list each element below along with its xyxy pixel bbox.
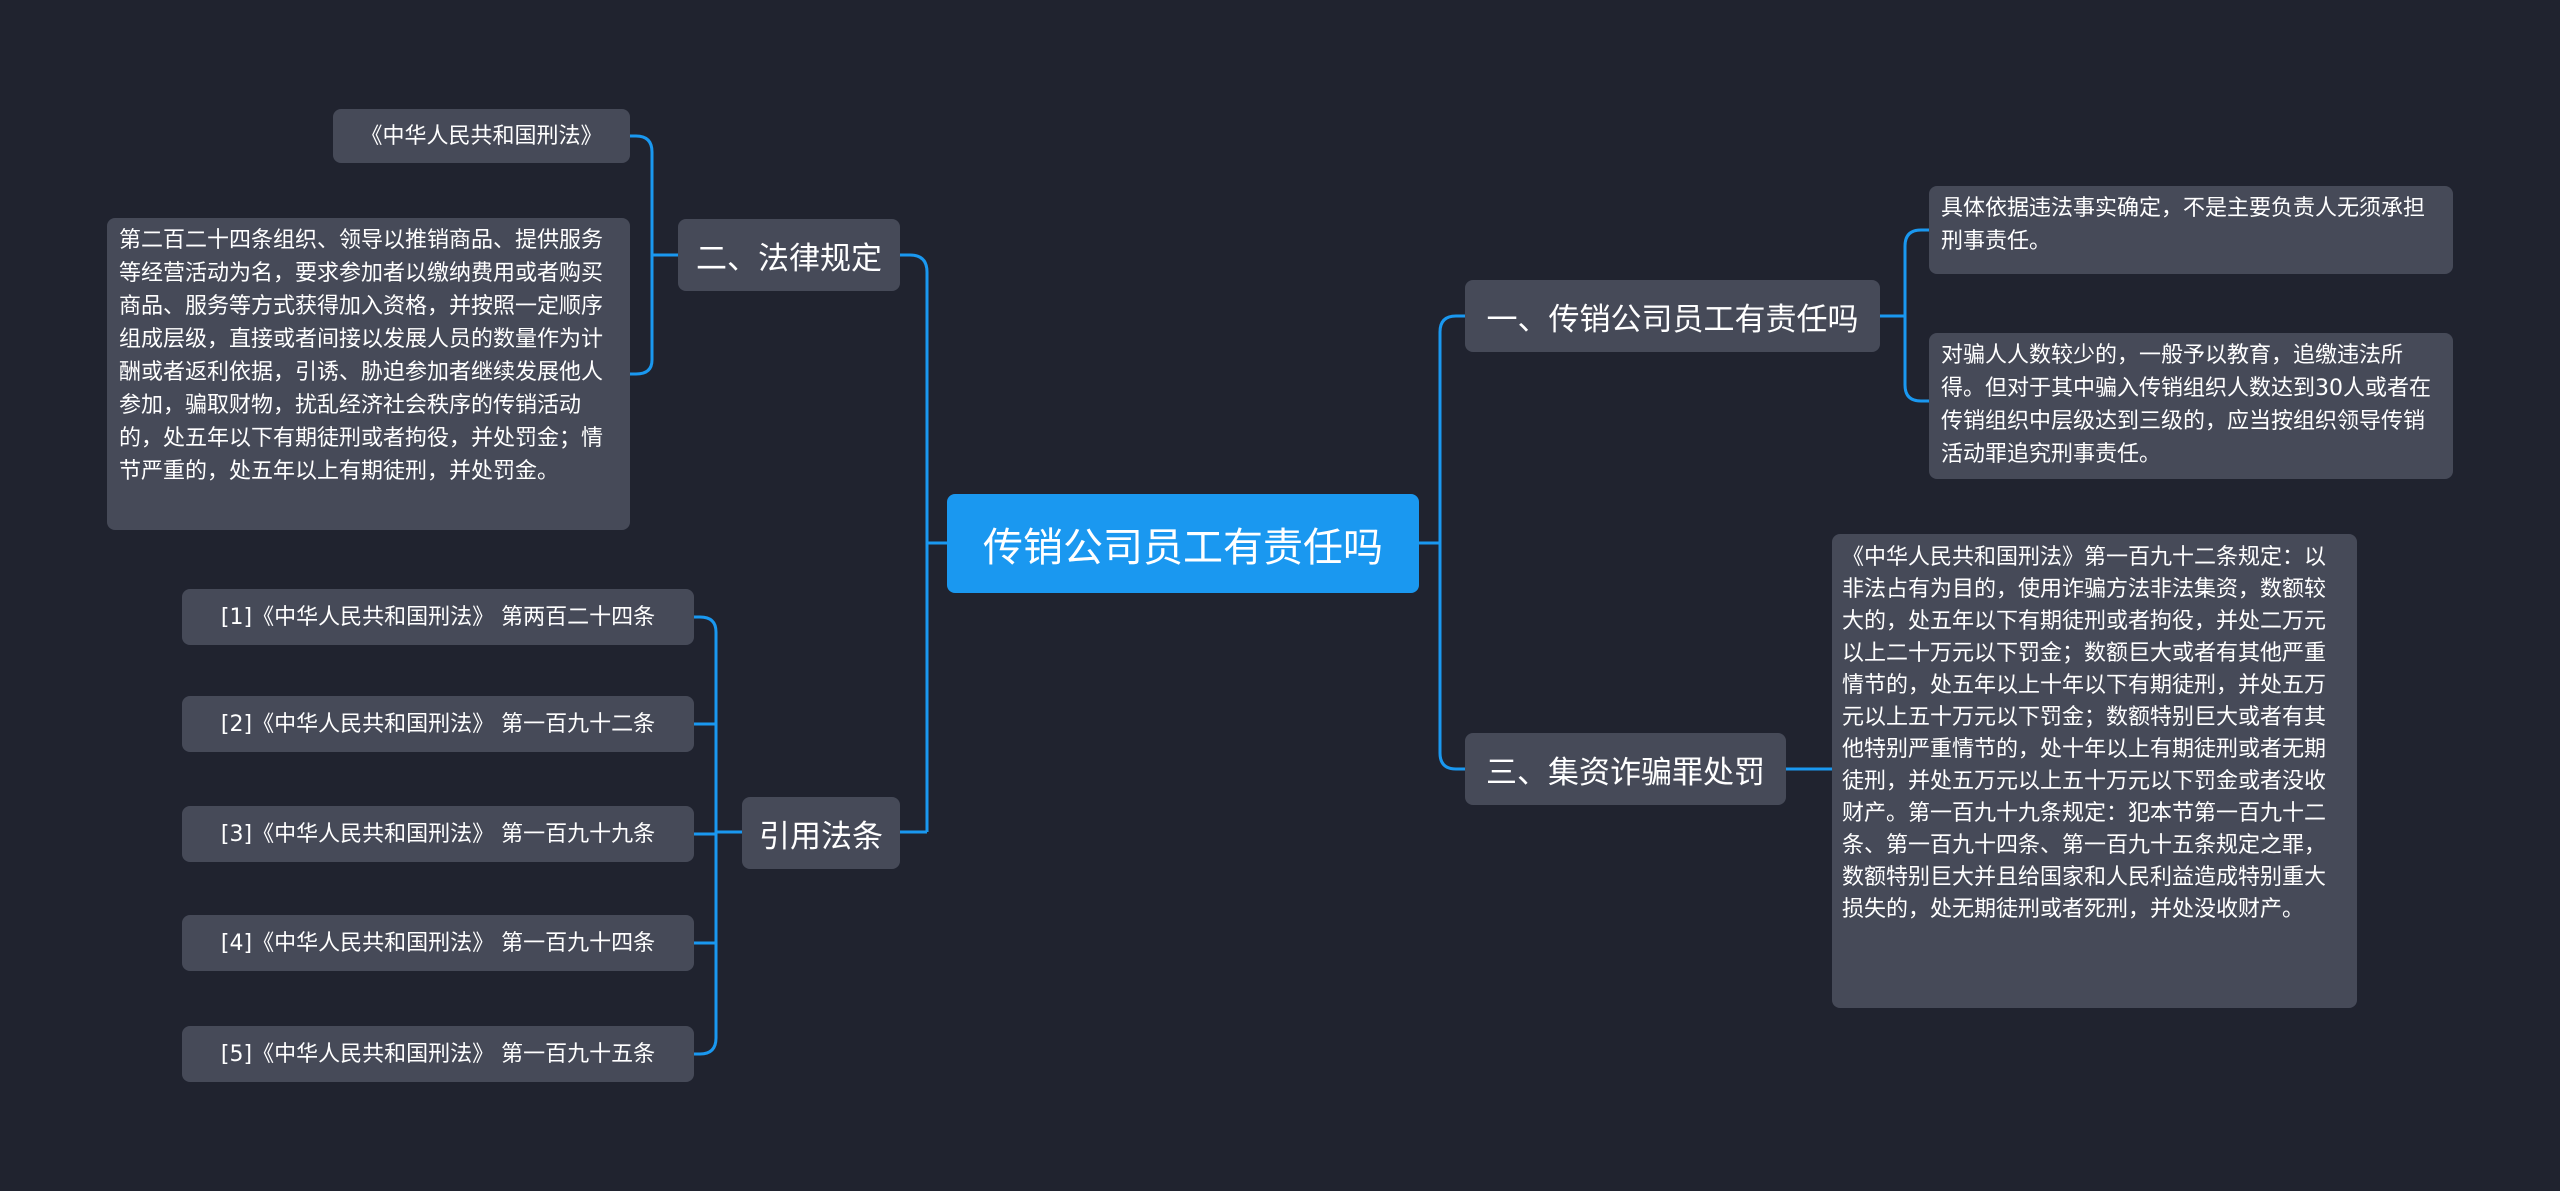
leaf-citation-3[interactable]: [3]《中华人民共和国刑法》 第一百九十九条: [182, 806, 694, 862]
leaf-citation-4[interactable]: [4]《中华人民共和国刑法》 第一百九十四条: [182, 915, 694, 971]
leaf-citation-5[interactable]: [5]《中华人民共和国刑法》 第一百九十五条: [182, 1026, 694, 1082]
leaf-liability-threshold[interactable]: 对骗人人数较少的，一般予以教育，追缴违法所得。但对于其中骗入传销组织人数达到30…: [1929, 333, 2453, 479]
link-root-trunk-right: [1419, 314, 1465, 771]
leaf-liability-basis[interactable]: 具体依据违法事实确定，不是主要负责人无须承担刑事责任。: [1929, 186, 2453, 274]
leaf-text: 对骗人人数较少的，一般予以教育，追缴违法所得。但对于其中骗入传销组织人数达到30…: [1941, 343, 2431, 467]
branch-label: 引用法条: [759, 818, 883, 855]
root-topic-label: 传销公司员工有责任吗: [983, 524, 1383, 571]
branch-label: 三、集资诈骗罪处罚: [1486, 754, 1765, 791]
link-responsibility-leaves: [1880, 228, 1929, 403]
leaf-text: 第二百二十四条组织、领导以推销商品、提供服务等经营活动为名，要求参加者以缴纳费用…: [119, 228, 604, 484]
root-topic[interactable]: 传销公司员工有责任吗: [947, 494, 1419, 593]
leaf-fraud-articles-text[interactable]: 《中华人民共和国刑法》第一百九十二条规定：以非法占有为目的，使用诈骗方法非法集资…: [1832, 534, 2357, 1008]
leaf-text: [2]《中华人民共和国刑法》 第一百九十二条: [220, 711, 656, 737]
leaf-text: [3]《中华人民共和国刑法》 第一百九十九条: [220, 821, 656, 847]
branch-cited-articles[interactable]: 引用法条: [742, 797, 900, 869]
branch-legal-provisions[interactable]: 二、法律规定: [678, 219, 900, 291]
leaf-text: 具体依据违法事实确定，不是主要负责人无须承担刑事责任。: [1941, 196, 2426, 254]
leaf-citation-1[interactable]: [1]《中华人民共和国刑法》 第两百二十四条: [182, 589, 694, 645]
leaf-text: [4]《中华人民共和国刑法》 第一百九十四条: [220, 930, 656, 956]
branch-fundraising-fraud-penalty[interactable]: 三、集资诈骗罪处罚: [1465, 733, 1786, 805]
leaf-text: [1]《中华人民共和国刑法》 第两百二十四条: [220, 604, 656, 630]
leaf-text: 《中华人民共和国刑法》: [360, 123, 603, 149]
link-legal-leaves: [630, 134, 678, 376]
leaf-criminal-law-title[interactable]: 《中华人民共和国刑法》: [333, 109, 630, 163]
leaf-citation-2[interactable]: [2]《中华人民共和国刑法》 第一百九十二条: [182, 696, 694, 752]
branch-label: 一、传销公司员工有责任吗: [1486, 301, 1859, 338]
link-root-trunk-left: [900, 253, 947, 834]
branch-label: 二、法律规定: [696, 240, 882, 277]
link-citation-leaves: [694, 615, 742, 1056]
branch-employee-liability[interactable]: 一、传销公司员工有责任吗: [1465, 280, 1880, 352]
leaf-text: 《中华人民共和国刑法》第一百九十二条规定：以非法占有为目的，使用诈骗方法非法集资…: [1842, 545, 2327, 922]
leaf-article-224-text[interactable]: 第二百二十四条组织、领导以推销商品、提供服务等经营活动为名，要求参加者以缴纳费用…: [107, 218, 630, 530]
leaf-text: [5]《中华人民共和国刑法》 第一百九十五条: [220, 1041, 656, 1067]
